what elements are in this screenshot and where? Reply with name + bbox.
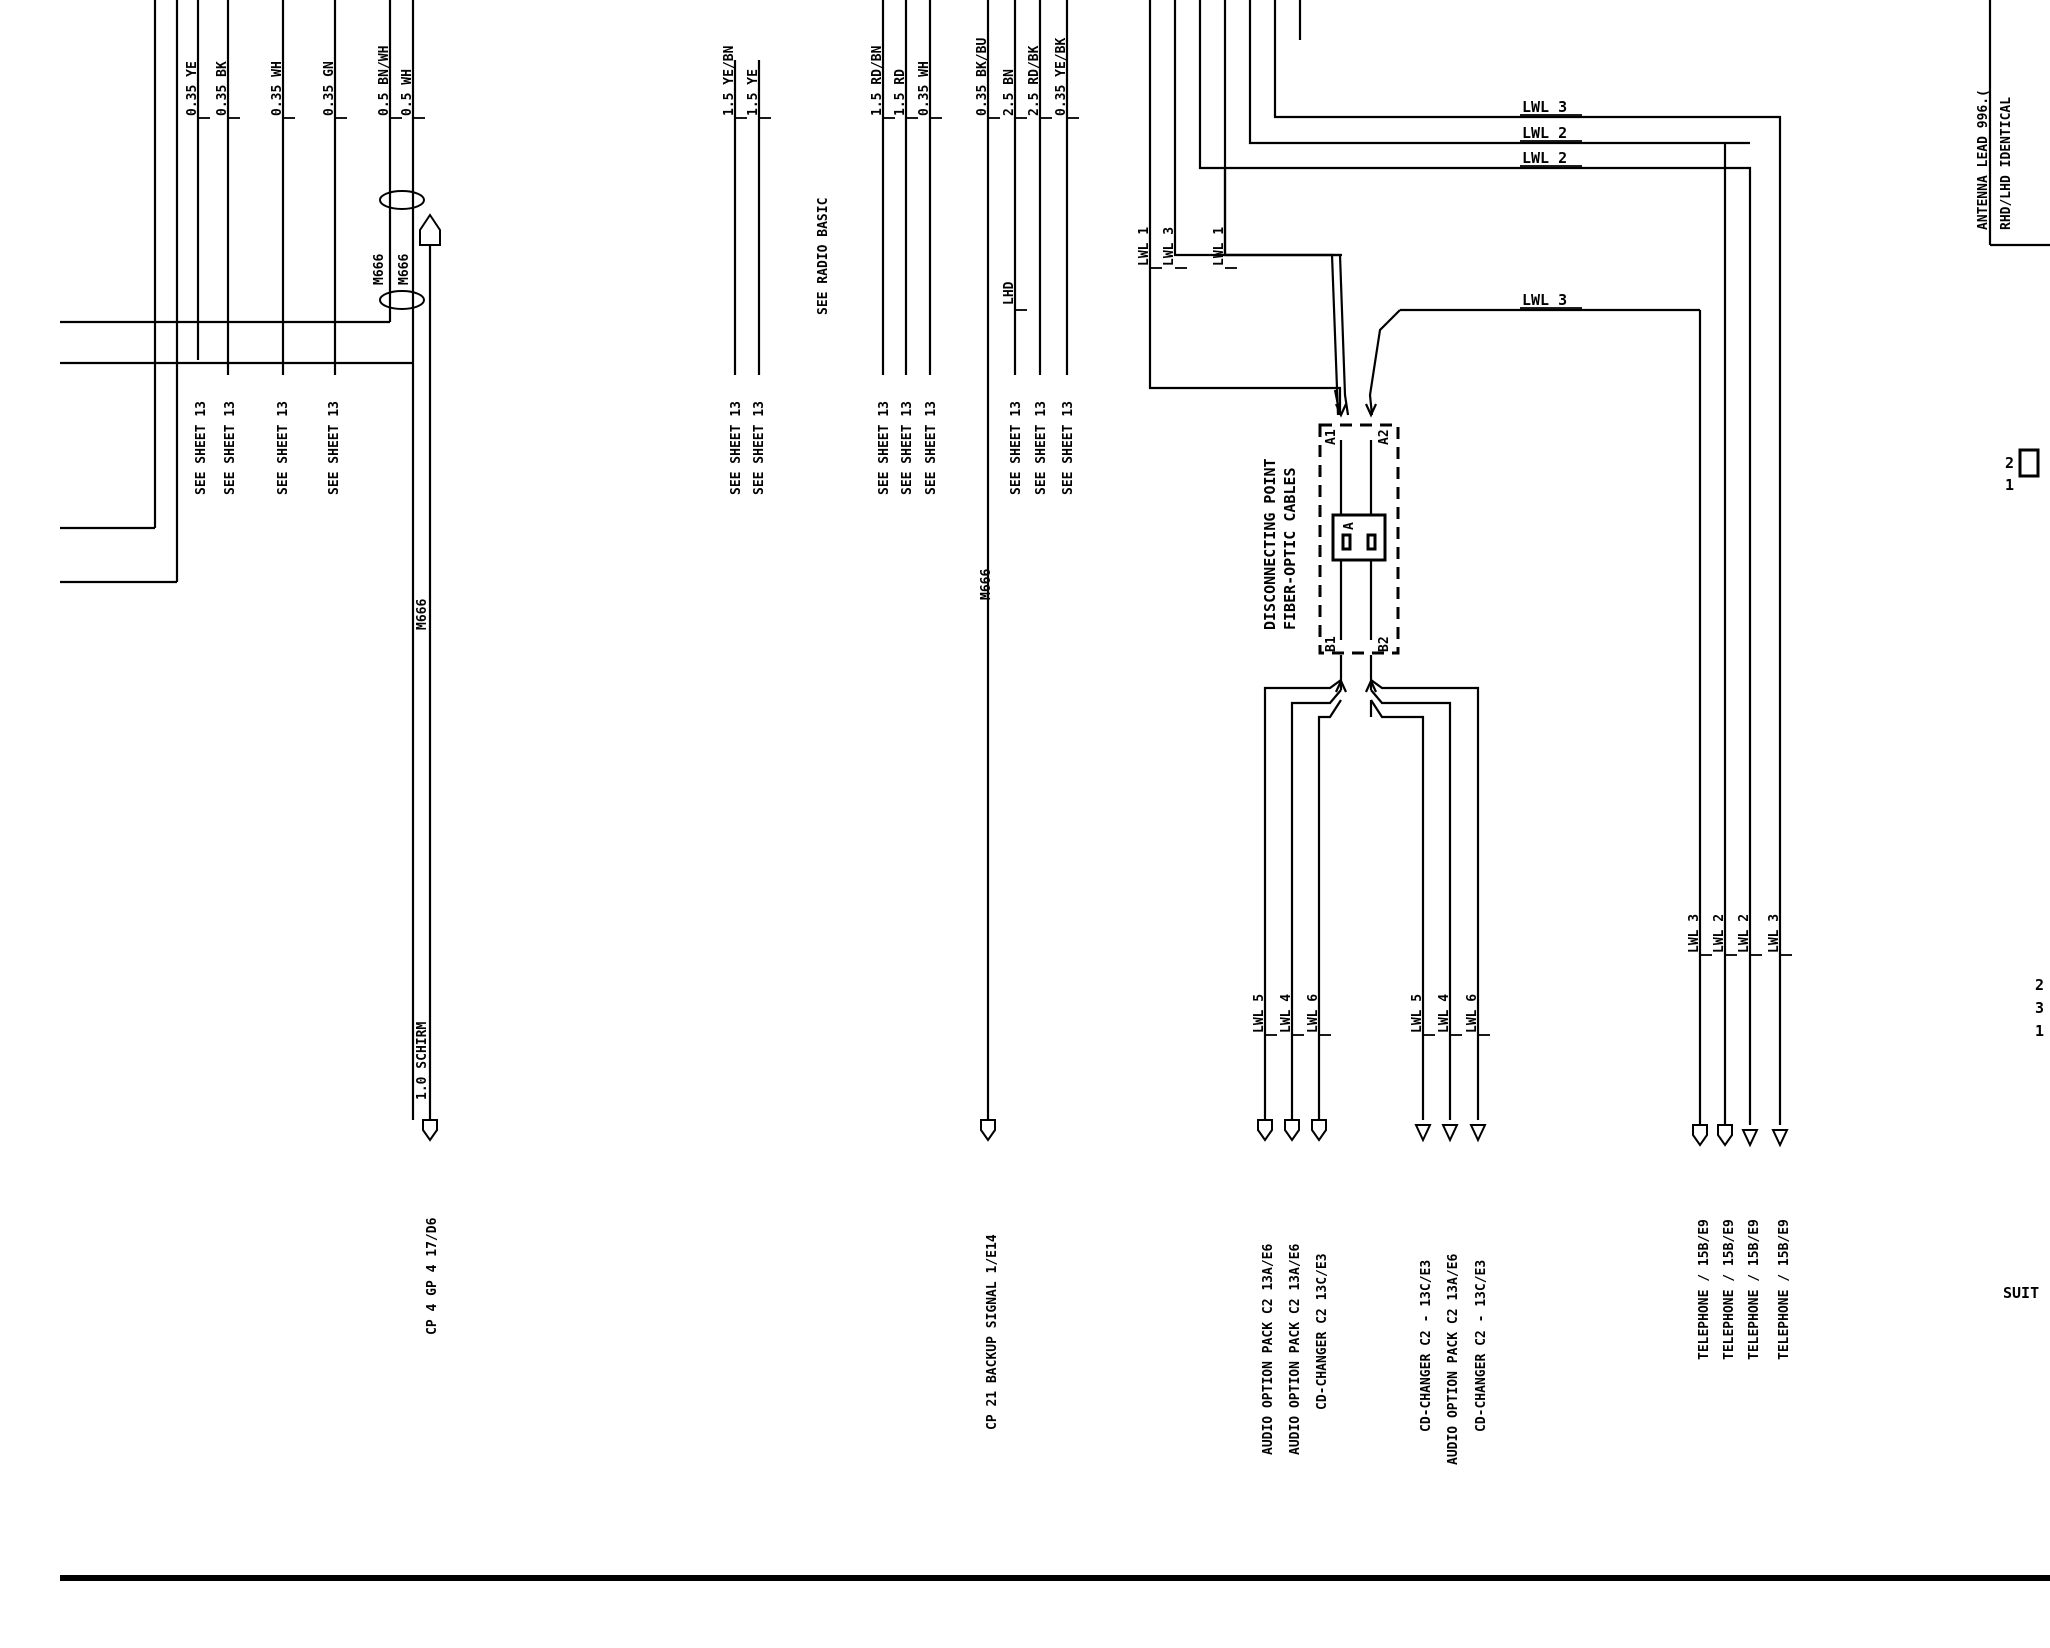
pin-label: B2: [1377, 636, 1392, 652]
destination-label: AUDIO OPTION PACK C2 13A/E6: [1446, 1254, 1461, 1465]
fiber-label: LWL 3: [1162, 227, 1177, 266]
rhd-label: RHD/LHD IDENTICAL: [1999, 97, 2014, 230]
wire-label: 0.35 GN: [322, 61, 337, 116]
fiber-label: LWL 5: [1410, 994, 1425, 1033]
destination-label: AUDIO OPTION PACK C2 13A/E6: [1261, 1244, 1276, 1455]
fiber-label: LWL 2: [1712, 914, 1727, 953]
wire-label: 0.35 YE: [185, 61, 200, 116]
shield-line-label: M666: [415, 599, 430, 630]
sheet-ref: SEE SHEET 13: [223, 401, 238, 495]
destination-label: CD-CHANGER C2 - 13C/E3: [1419, 1260, 1434, 1432]
fiber-label: LWL 3: [1522, 291, 1567, 309]
wire-label: 1.5 RD: [893, 69, 908, 116]
fiber-label: LWL 3: [1767, 914, 1782, 953]
sheet-ref: SEE SHEET 13: [877, 401, 892, 495]
disconnect-box: [1318, 423, 1400, 655]
pin-label: B1: [1324, 636, 1339, 652]
wire-label: 1.5 YE/BN: [722, 45, 737, 116]
radio-basic-note: SEE RADIO BASIC: [816, 198, 831, 315]
sheet-ref: SEE SHEET 13: [1034, 401, 1049, 495]
right-edge: ANTENNA LEAD 996.( RHD/LHD IDENTICAL 2 1…: [1976, 0, 2050, 1302]
backup-group: 0.35 BK/BU 2.5 BN 2.5 RD/BK 0.35 YE/BK L…: [975, 0, 1079, 1430]
pin-label: A: [1342, 522, 1357, 530]
radio-group: 1.5 YE/BN 1.5 YE SEE SHEET 13 SEE SHEET …: [722, 45, 831, 495]
wire-label: 0.35 WH: [917, 61, 932, 116]
fiber-label: LWL 5: [1252, 994, 1267, 1033]
pin-label: A2: [1377, 429, 1392, 445]
connector-label: CP 4 GP 4 17/D6: [425, 1217, 440, 1335]
shield-label: M666: [397, 254, 412, 285]
wire-label: 0.5 WH: [400, 69, 415, 116]
left-group: [60, 0, 441, 1142]
lhd-label: LHD: [1002, 281, 1017, 305]
pin-label: 1: [2035, 1022, 2044, 1040]
fiber-label: LWL 3: [1687, 914, 1702, 953]
fiber-label: LWL 6: [1306, 994, 1321, 1033]
pin-label: 2: [2005, 454, 2014, 472]
wire-label: 0.35 YE/BK: [1054, 38, 1069, 116]
connector-label: CP 21 BACKUP SIGNAL 1/E14: [985, 1234, 1000, 1430]
wire-label: 0.35 BK: [215, 61, 230, 116]
destination-label: TELEPHONE / 15B/E9: [1747, 1219, 1762, 1360]
wire-label: 1.5 YE: [746, 69, 761, 116]
wire-label: 0.5 BN/WH: [377, 46, 392, 116]
destination-label: AUDIO OPTION PACK C2 13A/E6: [1288, 1244, 1303, 1455]
disconnect-title: DISCONNECTING POINT: [1261, 458, 1279, 630]
pin-label: A1: [1324, 429, 1339, 445]
sheet-ref: SEE SHEET 13: [900, 401, 915, 495]
destination-label: TELEPHONE / 15B/E9: [1777, 1219, 1792, 1360]
sheet-ref: SEE SHEET 13: [729, 401, 744, 495]
sheet-ref: SEE SHEET 13: [276, 401, 291, 495]
suit-label: SUIT: [2003, 1284, 2039, 1302]
fiber-label: LWL 2: [1522, 124, 1567, 142]
destination-label: TELEPHONE / 15B/E9: [1697, 1219, 1712, 1360]
shield-label: M666: [372, 254, 387, 285]
antenna-label: ANTENNA LEAD 996.(: [1976, 89, 1991, 230]
sheet-ref: SEE SHEET 13: [1061, 401, 1076, 495]
sheet-ref: SEE SHEET 13: [752, 401, 767, 495]
pin-label: 1: [2005, 476, 2014, 494]
fiber-label: LWL 4: [1279, 994, 1294, 1033]
fiber-label: LWL 2: [1522, 149, 1567, 167]
power-group: 1.5 RD/BN 1.5 RD 0.35 WH SEE SHEET 13 SE…: [870, 0, 942, 495]
fiber-label: LWL 2: [1737, 914, 1752, 953]
disconnect-title: FIBER-OPTIC CABLES: [1281, 467, 1299, 630]
fiber-label: LWL 4: [1437, 994, 1452, 1033]
sheet-ref: SEE SHEET 13: [194, 401, 209, 495]
shield-line-label: M666: [979, 569, 994, 600]
fiber-section: LWL 3 LWL 2 LWL 2 LWL 3 LWL 1 LWL 3 LWL …: [1137, 0, 1792, 1465]
schirm-label: 1.0 SCHIRM: [415, 1022, 430, 1100]
fiber-label: LWL 3: [1522, 98, 1567, 116]
pin-label: 2: [2035, 976, 2044, 994]
destination-label: CD-CHANGER C2 13C/E3: [1315, 1253, 1330, 1410]
connector-block: [1331, 513, 1387, 562]
wire-label: 0.35 WH: [270, 61, 285, 116]
fiber-label: LWL 1: [1212, 227, 1227, 266]
destination-label: TELEPHONE / 15B/E9: [1722, 1219, 1737, 1360]
pin-label: 3: [2035, 999, 2044, 1017]
wire-label: 2.5 RD/BK: [1027, 45, 1042, 116]
sheet-ref: SEE SHEET 13: [1009, 401, 1024, 495]
wire-label: 1.5 RD/BN: [870, 45, 885, 116]
wire-label: 2.5 BN: [1002, 69, 1017, 116]
fiber-label: LWL 6: [1465, 994, 1480, 1033]
fiber-label: LWL 1: [1137, 227, 1152, 266]
sheet-ref: SEE SHEET 13: [924, 401, 939, 495]
wire-label: 0.35 BK/BU: [975, 38, 990, 116]
sheet-ref: SEE SHEET 13: [327, 401, 342, 495]
destination-label: CD-CHANGER C2 - 13C/E3: [1474, 1260, 1489, 1432]
